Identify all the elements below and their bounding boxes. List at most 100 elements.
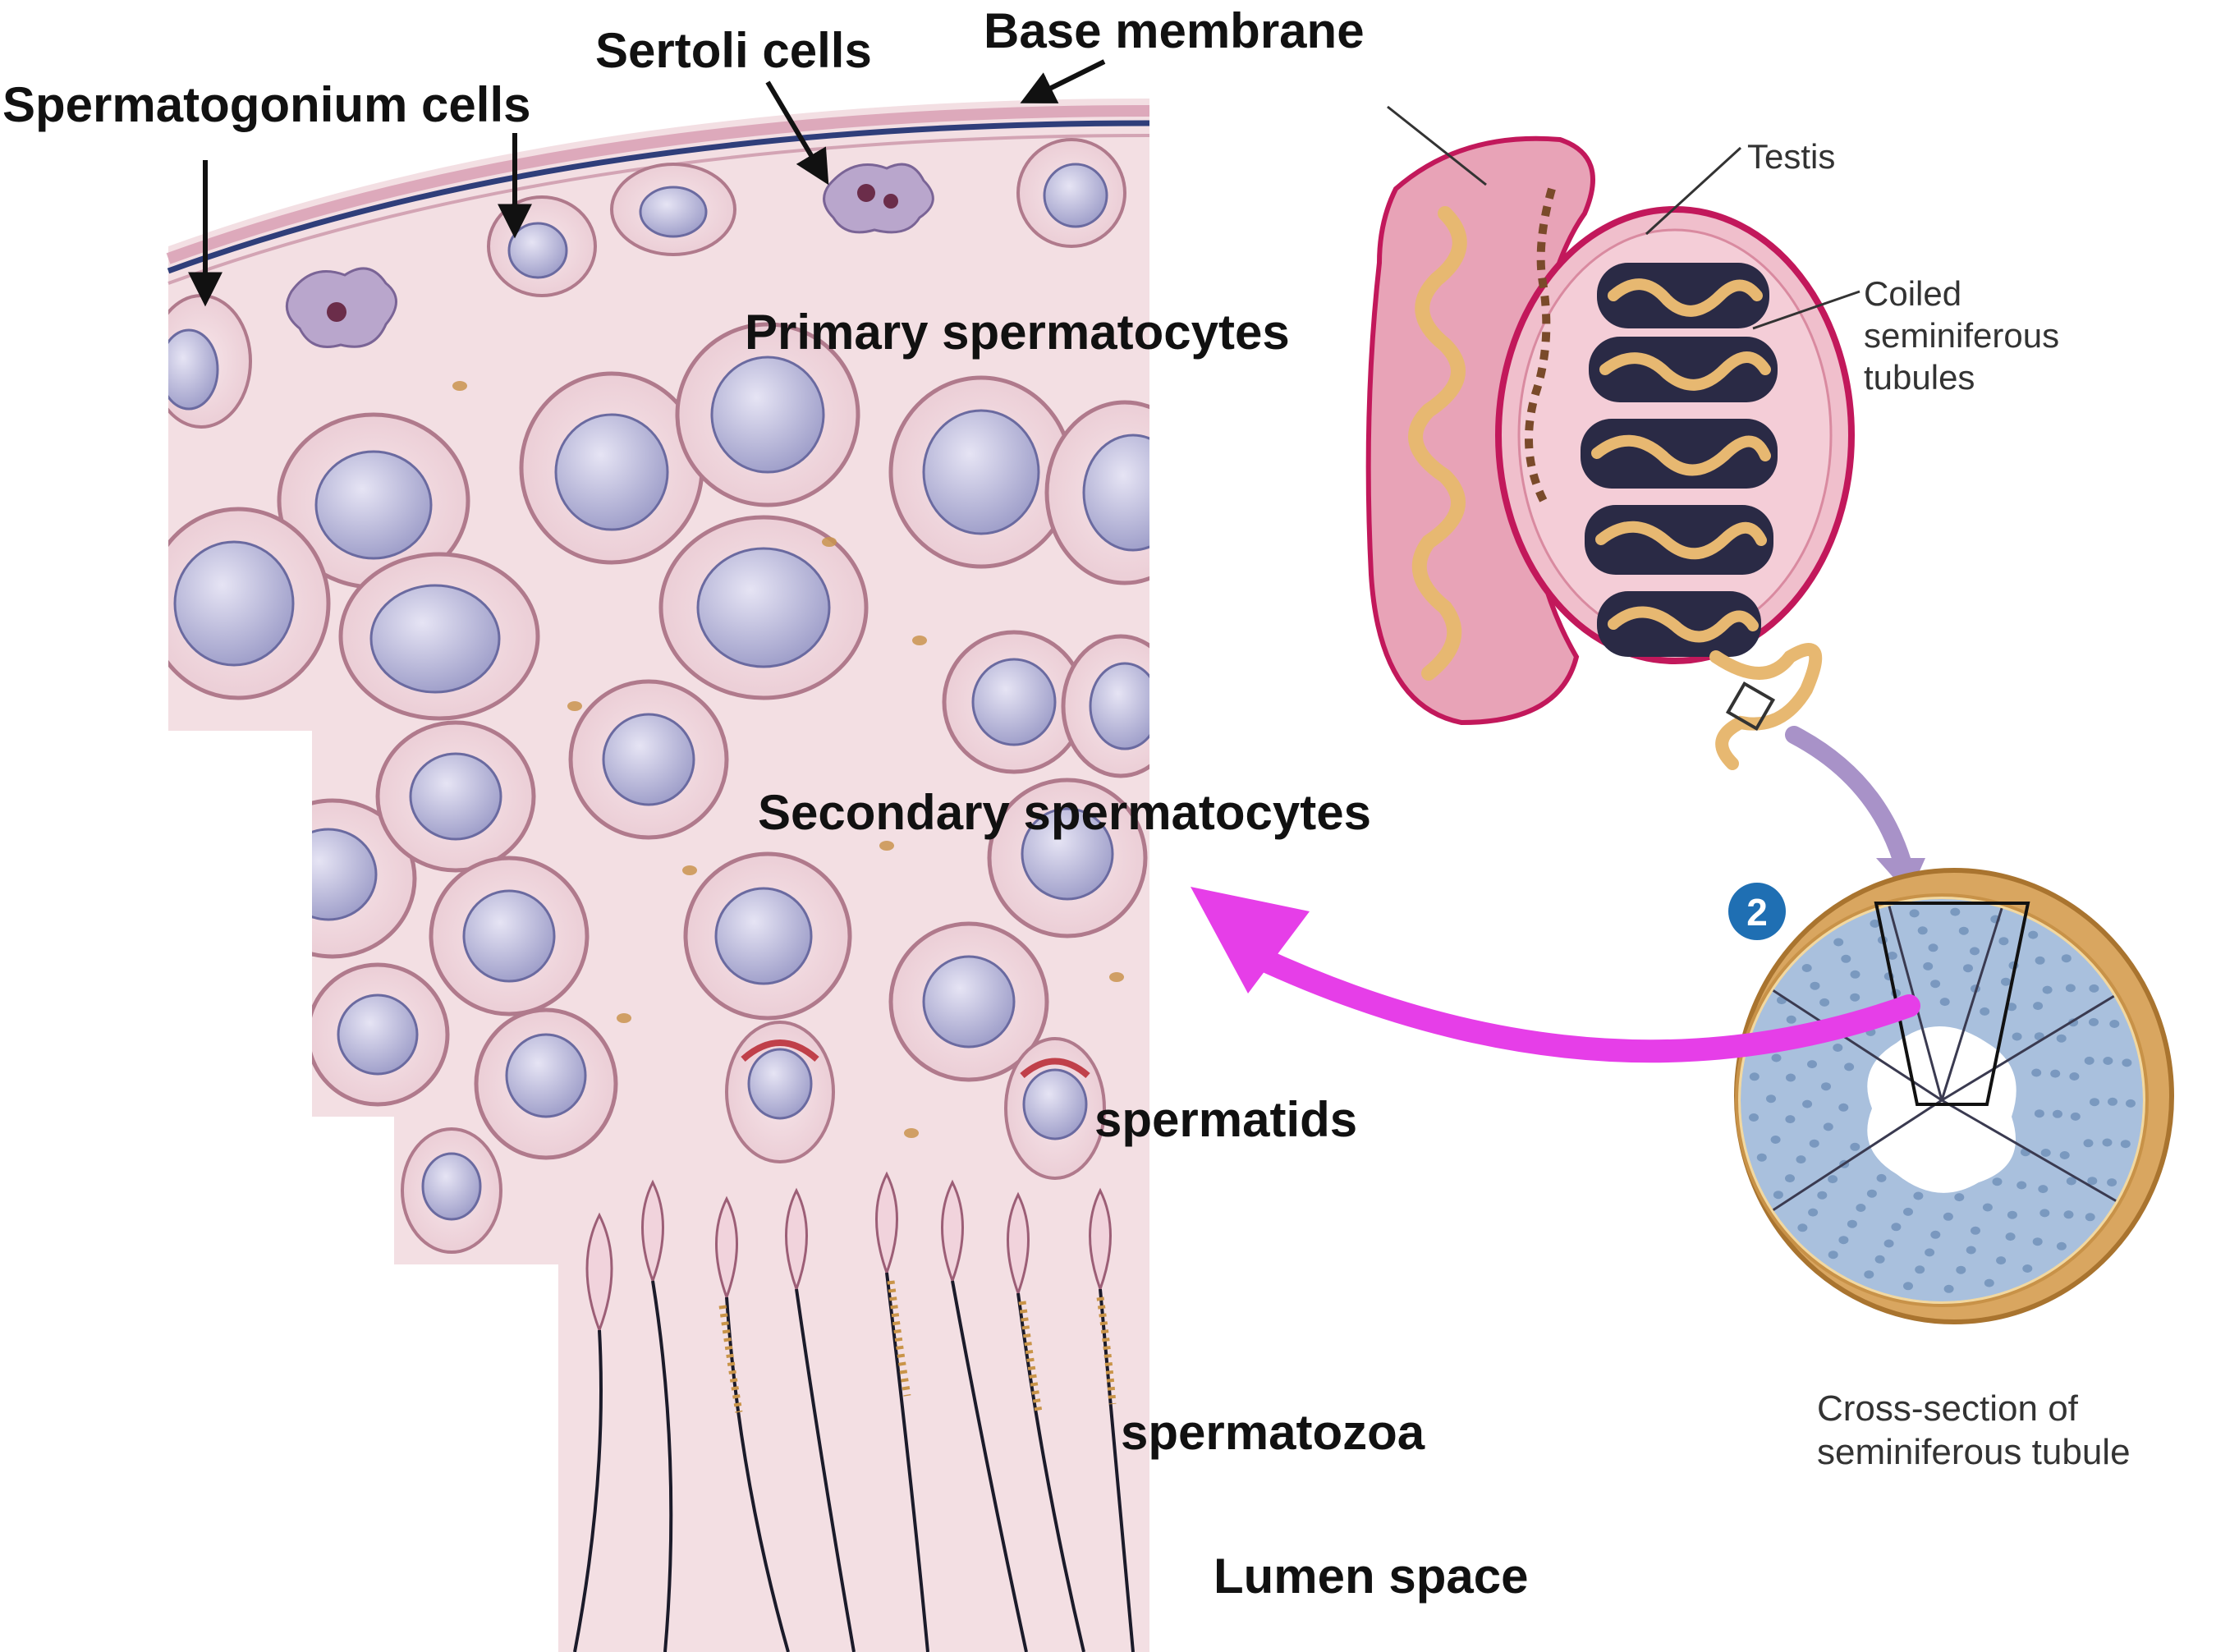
cross-section-cell-dot [2121,1140,2131,1148]
cross-section-cell-dot [1903,1208,1913,1216]
cross-section-cell-dot [1915,1265,1925,1273]
cross-section-cell-dot [2062,954,2072,962]
cross-section-cell-dot [1929,943,1938,952]
cross-section-cell-dot [1875,1255,1885,1264]
cross-section-cell-dot [2103,1139,2113,1147]
cross-section-cell-dot [2085,1213,2095,1221]
cross-section-cell-dot [1925,1248,1934,1256]
cross-section-cell-dot [2103,1057,2113,1065]
cross-section-cell-dot [1808,1209,1818,1217]
cross-section-cell-dot [2035,957,2045,965]
cross-section-cell-dot [2001,978,2011,986]
cross-section-cell-dot [2043,986,2053,994]
cross-section-caption-line2: seminiferous tubule [1817,1432,2131,1472]
cross-section-cell-dot [2028,931,2038,939]
cross-section-cell-dot [1993,1177,2003,1186]
cross-section-cell-dot [1821,1082,1831,1090]
cross-section-cell-dot [2038,1185,2048,1193]
step-badge-number: 2 [1746,891,1768,934]
magnify-process-arrow [1794,735,1905,870]
cross-section-cell-dot [2057,1035,2067,1043]
cross-section-cell-dot [2064,1210,2074,1218]
cross-section-cell-dot [1970,947,1980,955]
cross-section-cell-dot [1817,1191,1827,1200]
label-base-membrane: Base membrane [984,3,1365,58]
cross-section-cell-dot [2041,1149,2051,1157]
cross-section-cell-dot [1787,1016,1796,1024]
label-secondary-spermatocytes: Secondary spermatocytes [758,785,1371,840]
cross-section-cell-dot [2012,1033,2022,1041]
cross-section-cell-dot [1828,1250,1838,1259]
cross-section-cell-dot [1844,1062,1854,1071]
cross-section-cell-dot [1956,1266,1966,1274]
cross-section-cell-dot [2022,1264,2032,1273]
cross-section-cell-dot [1841,955,1851,963]
cross-section-cell-dot [1833,1044,1842,1052]
cross-section-cell-dot [1891,1223,1901,1231]
cross-section-cell-dot [1750,1072,1760,1081]
label-primary-spermatocytes: Primary spermatocytes [745,305,1290,360]
cross-section-cell-dot [1996,1256,2006,1264]
cross-section-cell-dot [1772,1054,1782,1062]
cross-section-cell-dot [1802,1100,1812,1108]
cross-section-cell-dot [2084,1139,2094,1147]
cross-section-cell-dot [2060,1151,2070,1159]
label-spermatids: spermatids [1094,1092,1357,1147]
cross-section-cell-dot [2039,1209,2049,1217]
cross-section-cell-dot [1749,1113,1759,1122]
cross-section-cell-dot [1959,927,1969,935]
label-lumen-space: Lumen space [1214,1549,1528,1604]
cross-section-cell-dot [2122,1058,2131,1067]
cross-section-cell-dot [2087,1177,2097,1185]
tubule-cross-section [1737,870,2172,1322]
cross-section-cell-dot [1983,1204,1993,1212]
cross-section-caption-line1: Cross-section of [1817,1388,2079,1429]
cross-section-cell-dot [1766,1094,1776,1103]
cross-section-cell-dot [2109,1020,2119,1028]
cross-section-cell-dot [1984,1279,1994,1287]
step-badge: 2 [1728,883,1786,940]
label-spermatogonium: Spermatogonium cells [2,77,530,132]
cross-section-cell-dot [2089,984,2099,993]
cross-section-cell-dot [2053,1110,2062,1118]
testis-label: Testis [1747,137,1835,176]
cross-section-cell-dot [1786,1074,1796,1082]
cross-section-cell-dot [1966,1246,1976,1255]
cross-section-cell-dot [1940,998,1950,1006]
cross-section-cell-dot [1771,1136,1781,1144]
cross-section-cell-dot [1838,1236,1848,1244]
cross-section-cell-dot [1910,909,1920,917]
cross-section-cell-dot [2066,984,2076,992]
cross-section-cell-dot [1971,1227,1980,1235]
cross-section-cell-dot [2033,1002,2043,1010]
cross-section-cell-dot [1864,1270,1874,1278]
cross-section-cell-dot [1923,962,1933,971]
cross-section-cell-dot [1856,1204,1865,1212]
cross-section-cell-dot [2035,1109,2044,1117]
coiled-tubules-label-line1: Coiled [1864,274,1961,313]
tubule-lobules [1581,263,1778,657]
cross-section-cell-dot [1918,926,1928,934]
cross-section-cell-dot [2107,1178,2117,1186]
cross-section-cell-dot [2016,1182,2026,1190]
cross-section-cell-dot [1930,1231,1940,1239]
cross-section-cell-dot [1810,982,1820,990]
cross-section-cell-dot [1998,937,2008,945]
cross-section-cell-dot [1824,1122,1833,1131]
base-membrane-arrow [1026,62,1104,100]
cross-section-cell-dot [2031,1069,2041,1077]
cross-section-cell-dot [1851,971,1860,979]
cross-section-cell-dot [1847,1220,1857,1228]
cross-section-cell-dot [2108,1098,2117,1106]
cross-section-cell-dot [1828,1175,1838,1183]
cross-section-cell-dot [1980,1007,1989,1016]
cross-section-cell-dot [1850,1143,1860,1151]
cross-section-cell-dot [2057,1242,2067,1250]
cross-section-cell-dot [1954,1193,1964,1201]
cross-section-cell-dot [1930,980,1940,988]
cross-section-cell-dot [1773,1191,1783,1199]
cross-section-cell-dot [2069,1072,2079,1081]
cross-section-cell-dot [2033,1237,2043,1246]
cross-section-cell-dot [2126,1099,2136,1108]
